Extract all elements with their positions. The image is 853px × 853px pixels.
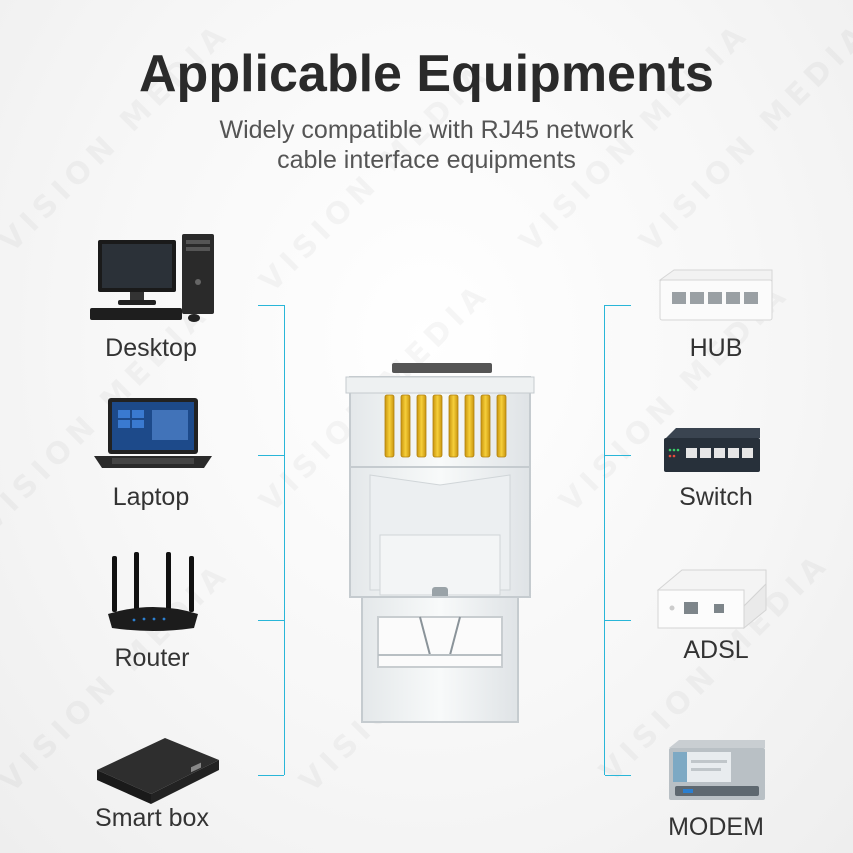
right-tick-4: [605, 775, 631, 776]
device-hub: HUB: [616, 328, 816, 363]
subtitle-line-2: cable interface equipments: [277, 146, 576, 174]
modem-icon: [669, 740, 765, 800]
left-tick-3: [258, 620, 284, 621]
device-label: Router: [114, 644, 190, 672]
page-subtitle: Widely compatible with RJ45 network cabl…: [0, 115, 853, 175]
network-switch-icon: [664, 428, 760, 472]
device-label: ADSL: [683, 636, 749, 664]
hub-icon: [658, 269, 773, 321]
device-laptop: Laptop: [51, 477, 251, 512]
device-desktop: Desktop: [51, 328, 251, 363]
device-smart-box: Smart box: [52, 798, 252, 833]
rj45-connector-icon: [345, 363, 535, 723]
device-label: Switch: [679, 483, 753, 511]
device-adsl: ADSL: [616, 630, 816, 665]
right-bracket: [604, 305, 605, 775]
device-switch: Switch: [616, 477, 816, 512]
desktop-computer-icon: [90, 234, 214, 322]
wifi-router-icon: [108, 552, 198, 631]
device-label: Smart box: [95, 804, 209, 832]
device-router: Router: [52, 638, 252, 673]
device-label: HUB: [689, 334, 743, 362]
page-title: Applicable Equipments: [139, 45, 714, 103]
device-label: MODEM: [668, 813, 764, 841]
adsl-modem-icon: [656, 569, 767, 630]
left-tick-1: [258, 305, 284, 306]
left-tick-2: [258, 455, 284, 456]
subtitle-line-1: Widely compatible with RJ45 network: [219, 116, 634, 144]
right-tick-2: [605, 455, 631, 456]
left-bracket: [284, 305, 285, 775]
device-modem: MODEM: [616, 807, 816, 842]
device-label: Laptop: [112, 483, 190, 511]
smart-box-icon: [97, 738, 219, 804]
left-tick-4: [258, 775, 284, 776]
right-tick-3: [605, 620, 631, 621]
right-tick-1: [605, 305, 631, 306]
laptop-icon: [94, 398, 212, 468]
device-label: Desktop: [105, 334, 197, 362]
